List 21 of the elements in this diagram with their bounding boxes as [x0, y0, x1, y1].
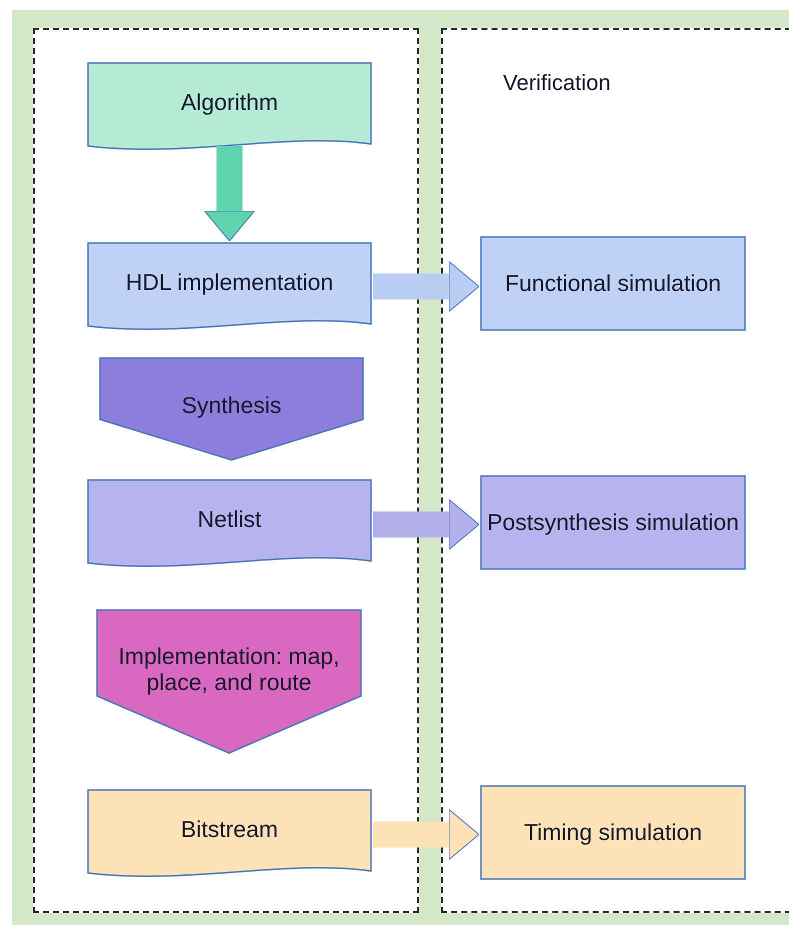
down-arrow-shape: [99, 357, 364, 461]
node-label: Implementation: map, place, and route: [117, 642, 341, 698]
process-box: [480, 475, 746, 570]
down-arrow-shape: [96, 609, 362, 754]
panel-heading: Verification: [503, 70, 611, 96]
node-label: Bitstream: [180, 814, 280, 844]
block-arrow: [373, 809, 480, 860]
node-label: HDL implementation: [124, 268, 334, 297]
block-arrow: [204, 146, 255, 242]
node-label: Netlist: [196, 504, 262, 534]
node-label: Timing simulation: [522, 818, 704, 848]
dashed-panel: [33, 28, 419, 913]
node-label: Postsynthesis simulation: [486, 508, 740, 538]
process-box: [480, 236, 746, 331]
node-label: Functional simulation: [504, 269, 722, 298]
block-arrow: [373, 261, 480, 312]
node-label: Algorithm: [180, 88, 280, 117]
block-arrow: [373, 499, 480, 550]
dashed-panel: [441, 28, 789, 913]
process-box: [480, 785, 746, 880]
node-label: Synthesis: [180, 390, 282, 420]
